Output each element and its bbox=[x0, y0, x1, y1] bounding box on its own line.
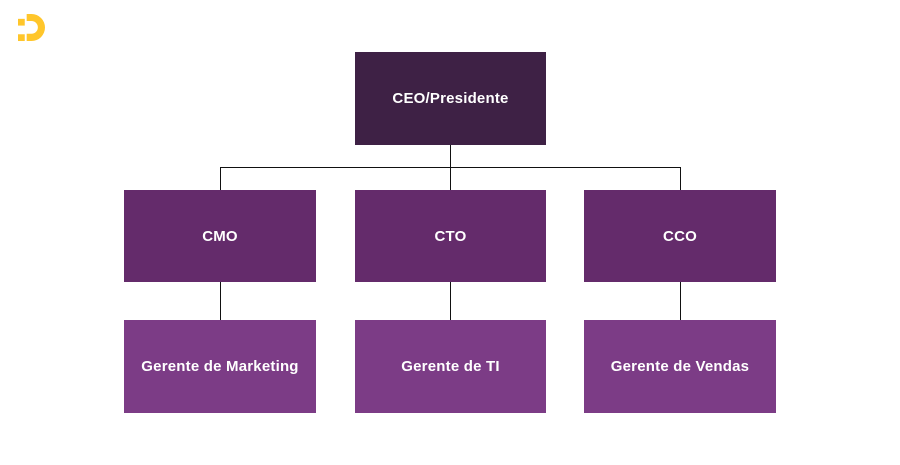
org-node-label: Gerente de TI bbox=[401, 358, 500, 375]
org-node-gerente-ti: Gerente de TI bbox=[355, 320, 546, 413]
org-node-cmo: CMO bbox=[124, 190, 316, 282]
org-node-label: CEO/Presidente bbox=[392, 90, 509, 107]
org-node-label: CCO bbox=[663, 227, 697, 245]
connector-bus-horizontal bbox=[220, 167, 681, 168]
connector-cco-to-vendas bbox=[680, 282, 681, 320]
connector-cmo-to-marketing bbox=[220, 282, 221, 320]
org-node-label: CTO bbox=[434, 227, 467, 245]
p-logo-icon bbox=[18, 14, 45, 42]
org-node-label: CMO bbox=[202, 227, 238, 245]
org-node-label: Gerente de Vendas bbox=[610, 358, 750, 375]
org-node-gerente-marketing: Gerente de Marketing bbox=[124, 320, 316, 413]
brand-logo bbox=[18, 12, 45, 44]
connector-bus-to-cmo bbox=[220, 167, 221, 190]
org-node-label: Gerente de Marketing bbox=[141, 358, 299, 375]
org-node-cto: CTO bbox=[355, 190, 546, 282]
org-node-gerente-vendas: Gerente de Vendas bbox=[584, 320, 776, 413]
connector-cto-to-ti bbox=[450, 282, 451, 320]
org-node-ceo: CEO/Presidente bbox=[355, 52, 546, 145]
connector-bus-to-cco bbox=[680, 167, 681, 190]
org-node-cco: CCO bbox=[584, 190, 776, 282]
